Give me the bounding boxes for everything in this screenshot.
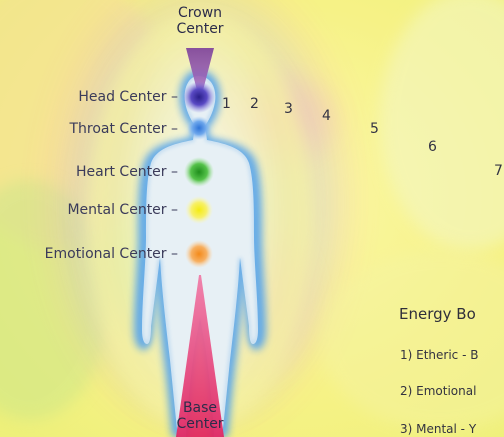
mental-chakra: [185, 196, 213, 224]
heart-chakra: [184, 157, 214, 187]
legend-item-2: 2) Emotional: [400, 384, 476, 398]
base-label-line2: Center: [170, 416, 230, 432]
crown-label-line1: Crown: [170, 5, 230, 21]
throat-chakra: [187, 116, 211, 140]
mental-center-label: Mental Center –: [67, 202, 178, 218]
crown-label-line2: Center: [170, 21, 230, 37]
legend-item-3: 3) Mental - Y: [400, 422, 476, 436]
base-center-label: Base Center: [170, 400, 230, 432]
layer-number-2: 2: [250, 96, 259, 112]
layer-number-3: 3: [284, 101, 293, 117]
legend-title: Energy Bo: [399, 305, 476, 323]
throat-center-label: Throat Center –: [69, 121, 178, 137]
layer-number-4: 4: [322, 108, 331, 124]
head-chakra: [183, 81, 215, 113]
base-label-line1: Base: [170, 400, 230, 416]
emotional-center-label: Emotional Center –: [45, 246, 178, 262]
emotional-chakra: [185, 240, 213, 268]
crown-center-label: Crown Center: [170, 5, 230, 37]
legend-item-1: 1) Etheric - B: [400, 348, 478, 362]
layer-number-6: 6: [428, 139, 437, 155]
heart-center-label: Heart Center –: [76, 164, 178, 180]
layer-number-1: 1: [222, 96, 231, 112]
head-center-label: Head Center –: [78, 89, 178, 105]
layer-number-7: 7: [494, 163, 503, 179]
layer-number-5: 5: [370, 121, 379, 137]
